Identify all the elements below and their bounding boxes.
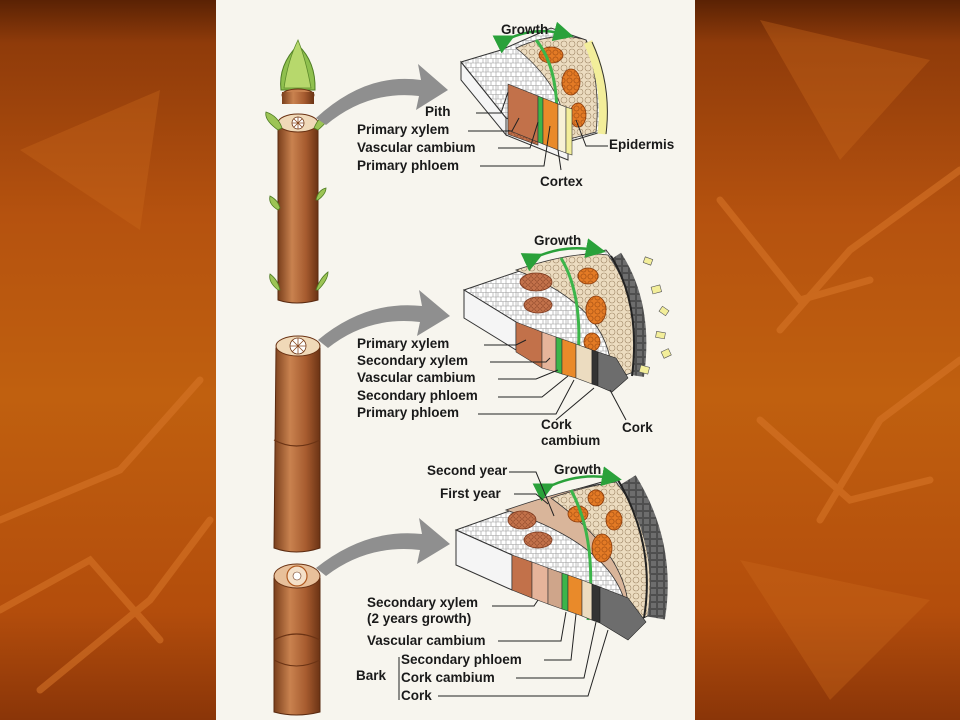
leader-lines	[398, 91, 627, 700]
secondary-phloem-label: Secondary phloem	[357, 388, 478, 403]
vascular-cambium-label-3: Vascular cambium	[367, 633, 486, 648]
cork-label-2: Cork	[401, 688, 432, 703]
flaking-epidermis-icon	[638, 256, 672, 375]
cross-section-primary-growth	[460, 21, 608, 161]
stem-growth-diagram	[265, 21, 672, 716]
primary-phloem-label: Primary phloem	[357, 158, 460, 173]
first-year-label: First year	[440, 486, 501, 501]
cork-cambium-line-2: cambium	[541, 433, 601, 448]
growth-label-top: Growth	[501, 22, 549, 37]
cork-cambium-label-2: Cork cambium	[401, 670, 495, 685]
second-year-label: Second year	[427, 463, 508, 478]
vascular-cambium-label-2: Vascular cambium	[357, 370, 476, 385]
primary-xylem-label: Primary xylem	[357, 122, 450, 137]
cortex-label: Cortex	[540, 174, 583, 189]
growth-label-bottom: Growth	[554, 462, 602, 477]
diagram-panel: Growth Pith Primary xylem Vascular cambi…	[216, 0, 695, 720]
secondary-xylem-2yr-line-1: Secondary xylem	[367, 595, 479, 610]
growth-label-middle: Growth	[534, 233, 582, 248]
curved-arrow-icons	[316, 64, 450, 576]
pith-label: Pith	[425, 104, 451, 119]
epidermis-label: Epidermis	[609, 137, 675, 152]
vascular-cambium-label: Vascular cambium	[357, 140, 476, 155]
cork-cambium-label: Cork cambium	[541, 417, 600, 449]
secondary-xylem-2yr-line-2: (2 years growth)	[367, 611, 472, 626]
secondary-phloem-label-2: Secondary phloem	[401, 652, 522, 667]
primary-phloem-label-2: Primary phloem	[357, 405, 460, 420]
secondary-xylem-2yr-label: Secondary xylem (2 years growth)	[367, 595, 478, 627]
terminal-bud-icon	[280, 39, 316, 104]
cross-section-two-years	[454, 466, 668, 641]
cork-label: Cork	[622, 420, 653, 435]
secondary-xylem-label: Secondary xylem	[357, 353, 469, 368]
stem-illustration	[265, 39, 333, 716]
primary-xylem-label-2: Primary xylem	[357, 336, 450, 351]
cork-cambium-line-1: Cork	[541, 417, 572, 432]
cross-section-secondary-growth	[462, 238, 672, 393]
bark-label: Bark	[356, 668, 387, 683]
